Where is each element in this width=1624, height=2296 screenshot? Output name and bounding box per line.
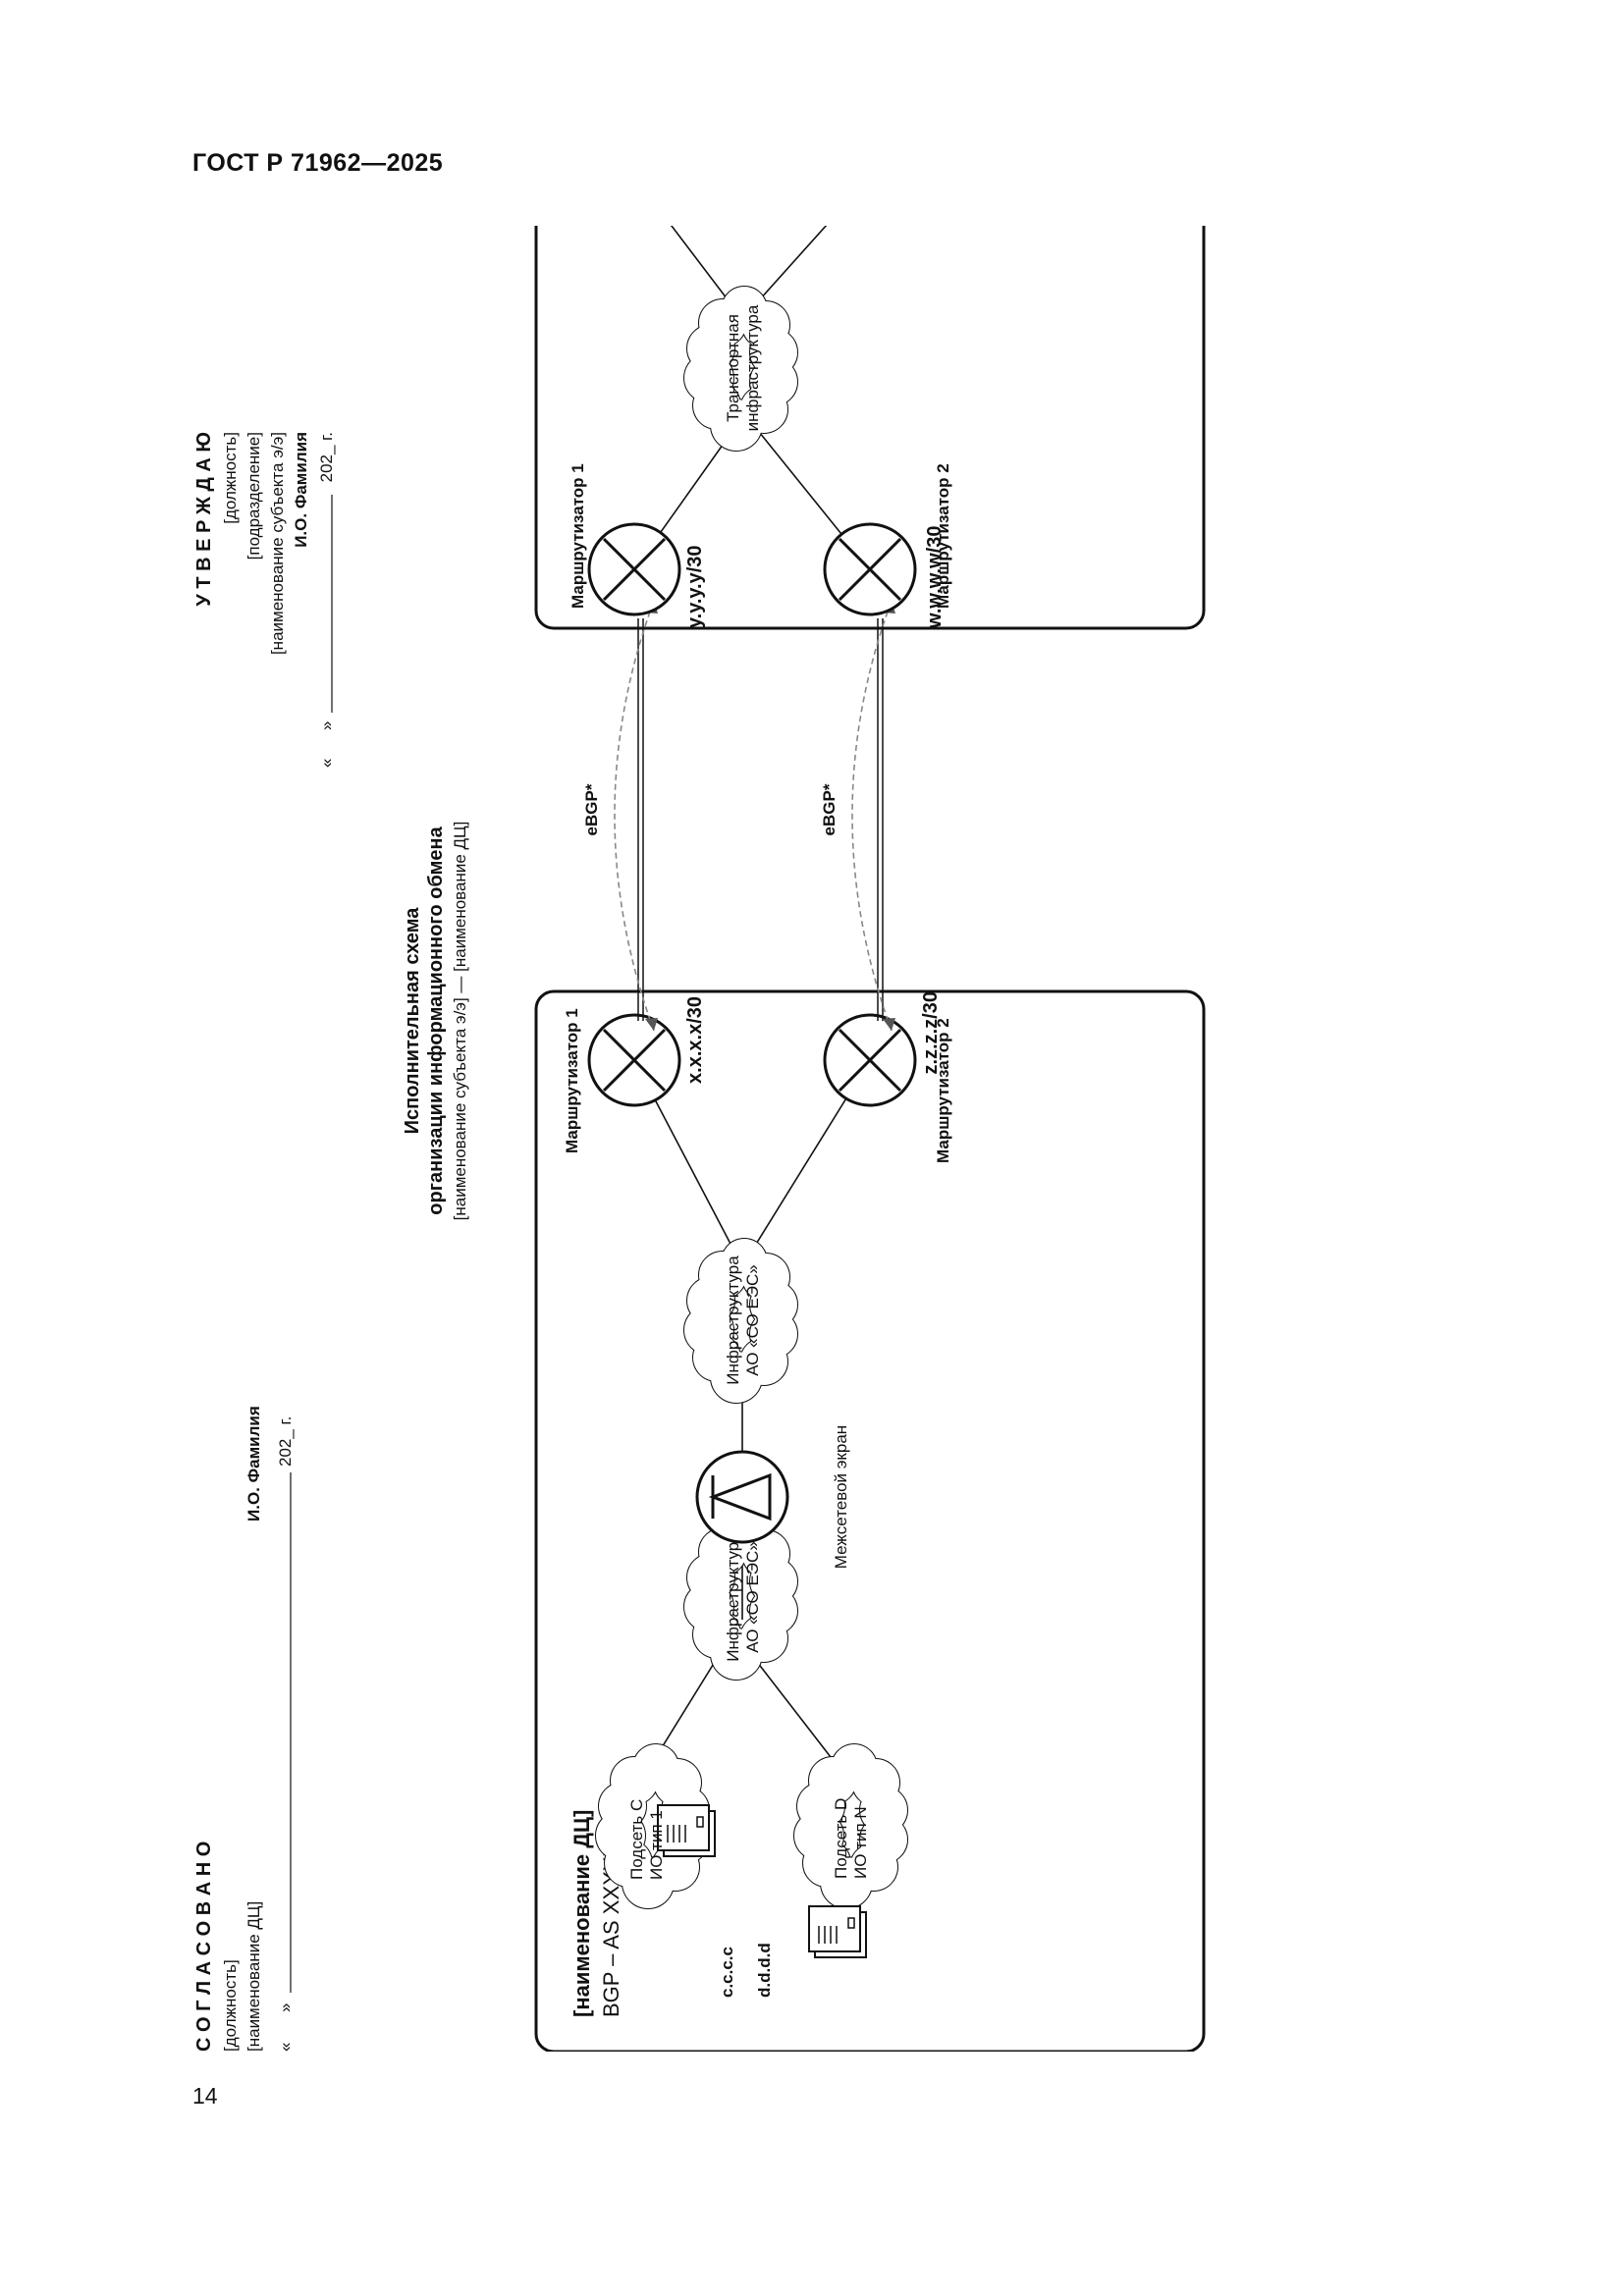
- approval-right-signature: И.О. Фамилия: [292, 432, 310, 548]
- approval-right-year: 202_ г.: [317, 432, 336, 482]
- obj-transport-label1: Транспортная: [724, 314, 742, 422]
- approval-right-dept: [подразделение]: [244, 432, 263, 560]
- dc-router1-label: Маршрутизатор 1: [563, 1008, 581, 1153]
- dc-box-name: [наименование ДЦ]: [569, 1810, 594, 2017]
- object-box-detail: [192, 0, 1567, 2052]
- obj-router2-label: Маршрутизатор 2: [934, 463, 952, 609]
- dc-infra2-label1: Инфраструктура: [724, 1255, 742, 1385]
- dc-subnet-c-label2: ИО тип 1: [647, 1810, 666, 1880]
- dc-infra1-label2: АО «СО ЕЭС»: [743, 1541, 762, 1653]
- main-links: [637, 618, 884, 1021]
- dc-infra-cloud-2: Инфраструктура АО «СО ЕЭС»: [683, 1238, 798, 1404]
- approval-right-block: У Т В Е Р Ж Д А Ю [должность] [подраздел…: [193, 432, 336, 768]
- obj-ip-y: y.y.y.y/30: [684, 545, 706, 628]
- ebgp-label-2: eBGP*: [820, 783, 839, 835]
- approval-right-org: [наименование субъекта э/э]: [268, 432, 287, 655]
- dc-infra1-label1: Инфраструктура: [724, 1532, 742, 1662]
- approval-left-org: [наименование ДЦ]: [244, 1901, 263, 2052]
- dc-box: [534, 989, 1206, 2052]
- approval-left-block: С О Г Л А С О В А Н О [должность] [наиме…: [193, 1406, 295, 2052]
- obj-transport-cloud: Транспортная инфраструктура: [683, 286, 798, 452]
- rotated-scheme-sheet: С О Г Л А С О В А Н О [должность] [наиме…: [192, 226, 1331, 2052]
- dc-edges: [633, 1059, 871, 1758]
- ebgp-label-1: eBGP*: [582, 783, 601, 835]
- scheme-title: Исполнительная схема организации информа…: [402, 822, 469, 1221]
- dc-ip-c: c.c.c.c: [718, 1947, 736, 1998]
- approval-left-year: 202_ г.: [276, 1416, 295, 1467]
- approval-right-date-close: »: [317, 721, 336, 730]
- approval-left-date-close: »: [276, 2003, 295, 2012]
- object-box: [534, 226, 1206, 630]
- dc-infra2-label2: АО «СО ЕЭС»: [743, 1264, 762, 1376]
- obj-transport-label2: инфраструктура: [743, 304, 762, 431]
- approval-left-position: [должность]: [221, 1959, 240, 2052]
- dc-infra-cloud-1: Инфраструктура АО «СО ЕЭС»: [683, 1515, 798, 1681]
- network-scheme: С О Г Л А С О В А Н О [должность] [наиме…: [193, 226, 1206, 2052]
- scheme-title-line1: Исполнительная схема: [402, 907, 423, 1135]
- ebgp-sessions: [614, 600, 893, 1032]
- approval-right-title: У Т В Е Р Ж Д А Ю: [193, 432, 215, 607]
- dc-router2-label: Маршрутизатор 2: [934, 1018, 952, 1163]
- dc-subnet-d-label2: ИО тип N: [851, 1806, 870, 1879]
- dc-firewall-label: Межсетевой экран: [832, 1425, 850, 1569]
- dc-subnet-c-label1: Подсеть С: [627, 1799, 646, 1880]
- approval-left-date-open: «: [276, 2043, 295, 2052]
- scheme-title-line3: [наименование субъекта э/э] — [наименова…: [451, 822, 469, 1221]
- dc-subnet-c-cloud: Подсеть С ИО тип 1: [595, 1743, 716, 1909]
- approval-left-signature: И.О. Фамилия: [244, 1406, 263, 1522]
- approval-left-title: С О Г Л А С О В А Н О: [193, 1842, 215, 2052]
- dc-subnet-d-cloud: Подсеть D ИО тип N: [793, 1743, 908, 1958]
- dc-ip-z: z.z.z.z/30: [920, 991, 942, 1074]
- obj-ip-w: w.w.w.w/30: [924, 526, 946, 629]
- scheme-title-line2: организации информационного обмена: [425, 826, 447, 1214]
- approval-right-position: [должность]: [221, 432, 240, 524]
- standard-header: ГОСТ Р 71962—2025: [192, 149, 444, 177]
- page-number: 14: [192, 2083, 218, 2109]
- obj-router1-label: Маршрутизатор 1: [568, 463, 587, 609]
- approval-right-date-open: «: [317, 759, 336, 768]
- dc-ip-x: x.x.x.x/30: [684, 996, 706, 1084]
- dc-ip-d: d.d.d.d: [755, 1943, 774, 1998]
- dc-subnet-d-label1: Подсеть D: [832, 1798, 850, 1879]
- rotated-scheme-right: [192, 0, 1567, 2052]
